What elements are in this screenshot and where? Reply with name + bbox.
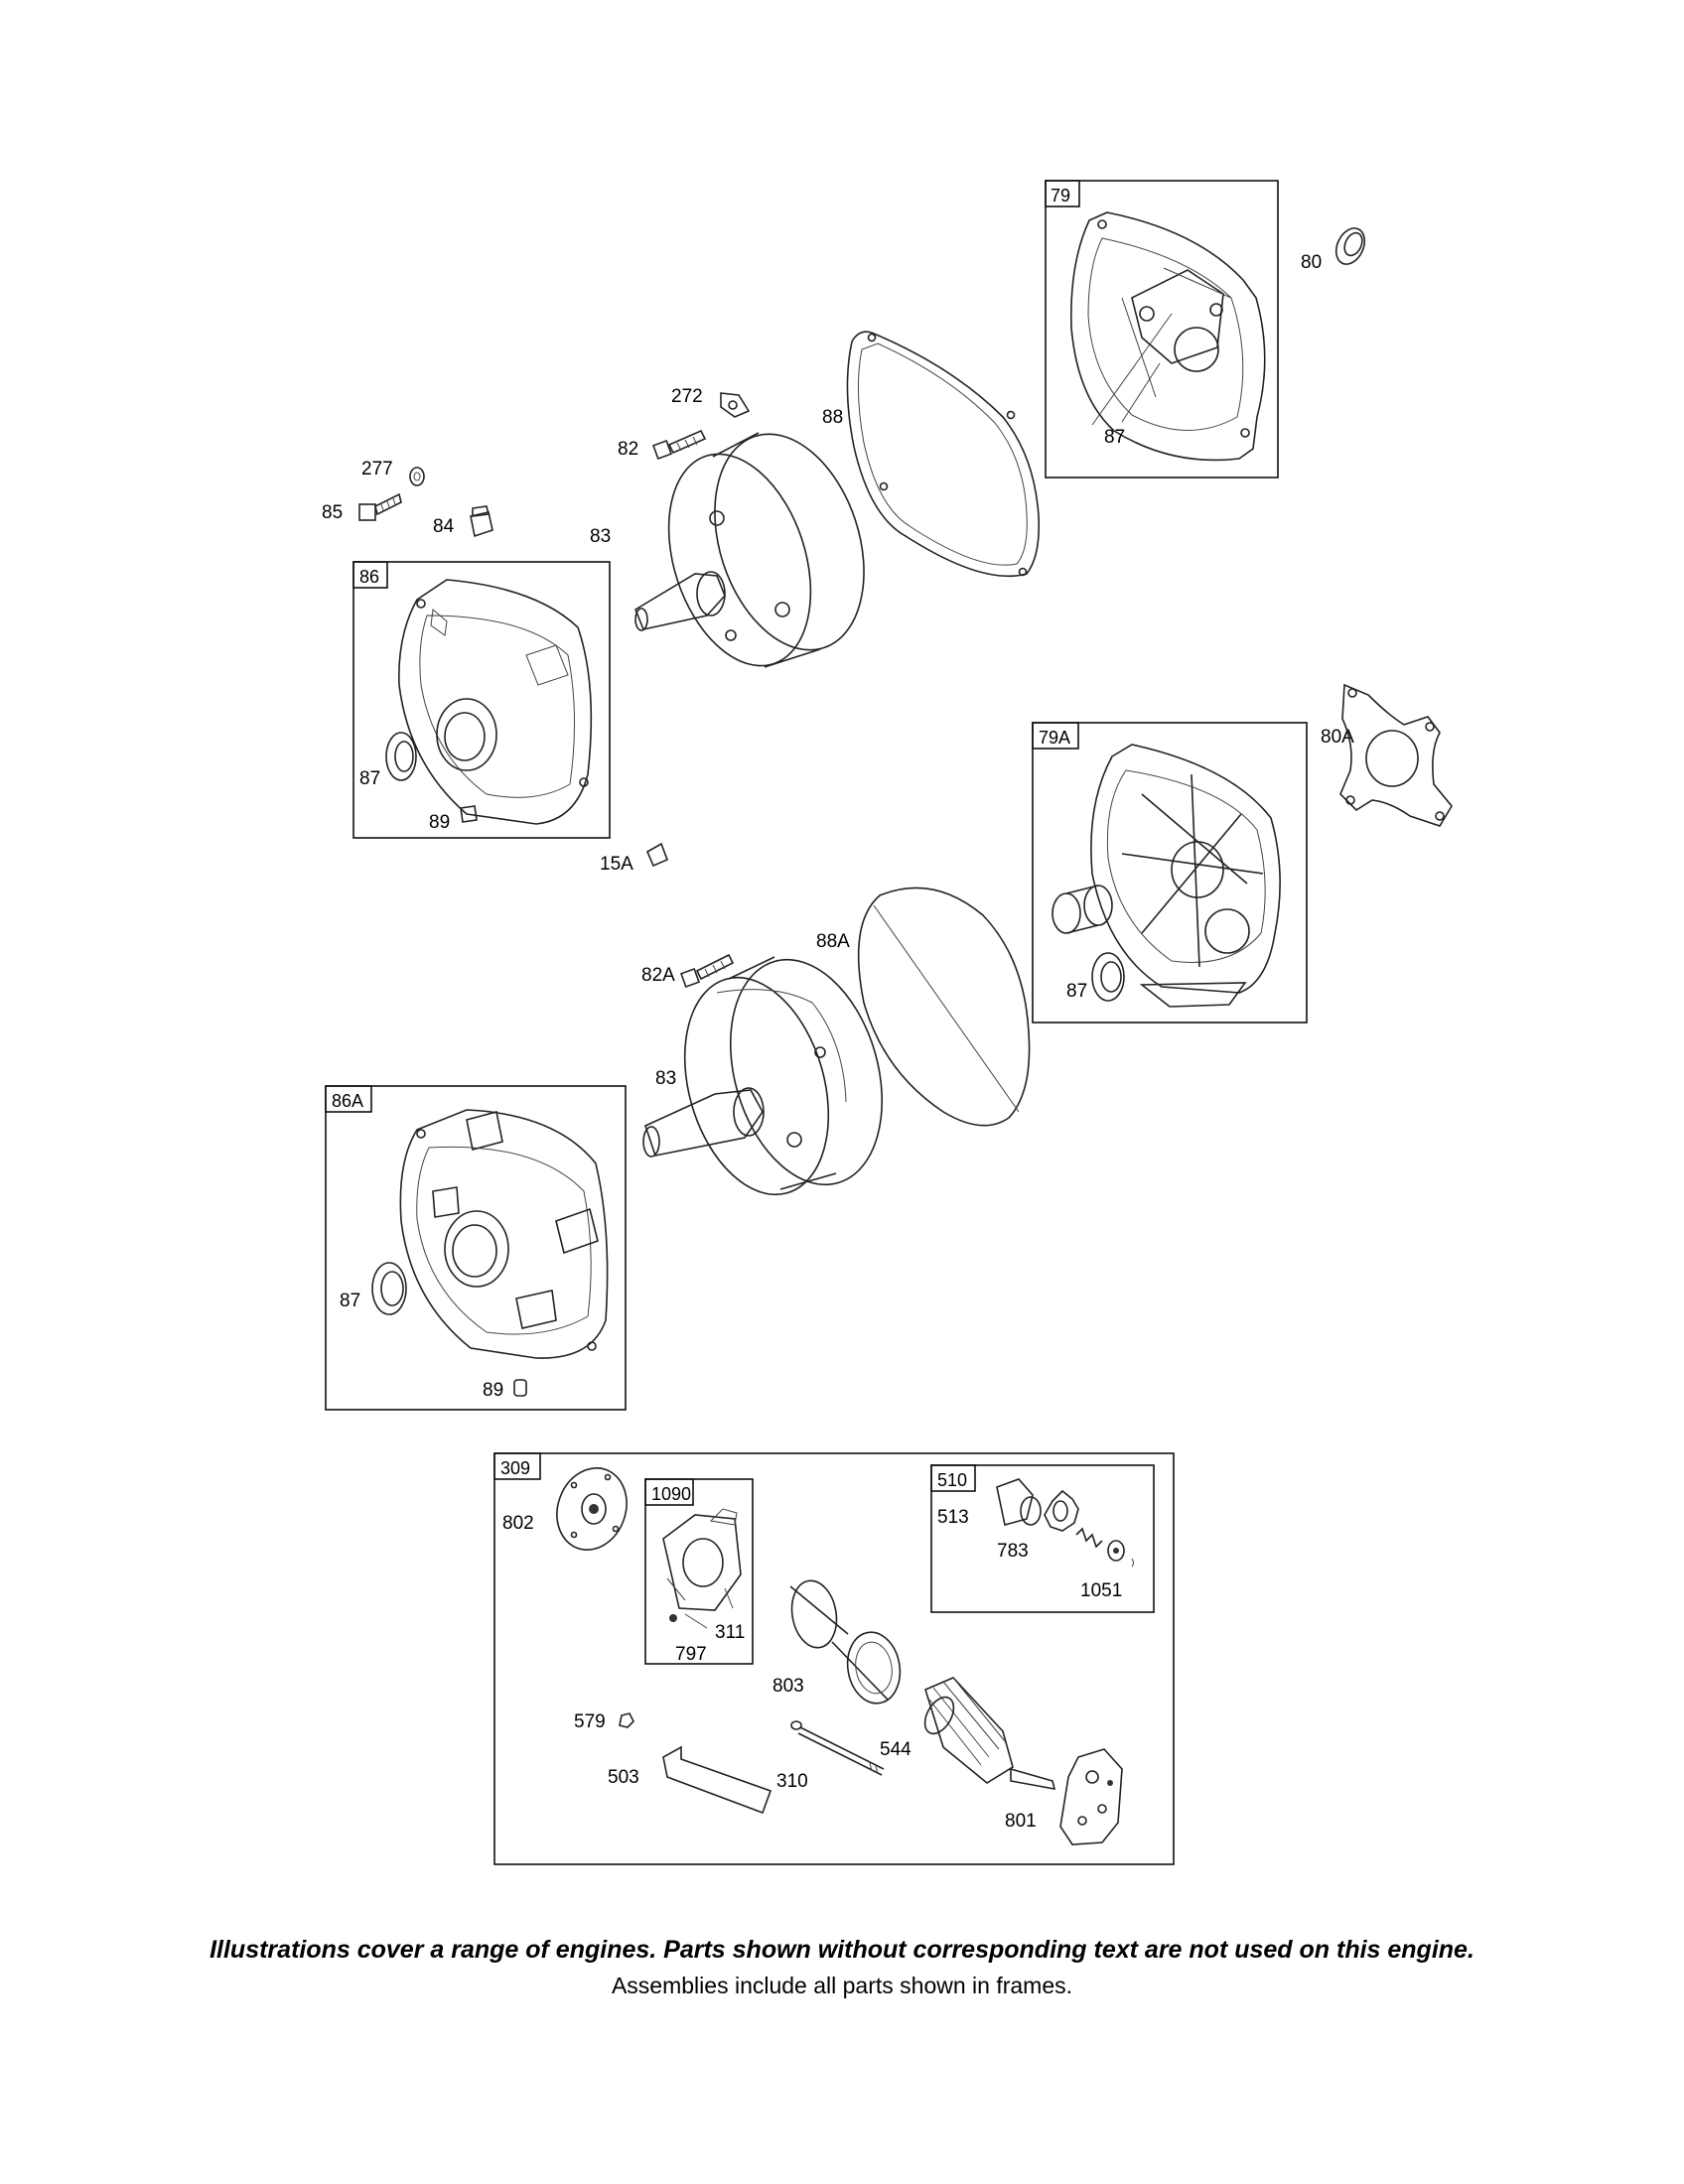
- spring-783: [1075, 1527, 1134, 1568]
- callout-802: 802: [502, 1513, 534, 1534]
- washer-277: [409, 467, 425, 486]
- crankcase-cover-79a-drawing: [1090, 744, 1281, 1008]
- washer-272: [720, 392, 751, 418]
- drive-assembly-513: [996, 1478, 1079, 1532]
- gasket-88: [846, 331, 1041, 578]
- crankcase-cover-drawing: [1070, 211, 1266, 462]
- callout-82: 82: [618, 439, 638, 460]
- oil-seal-87-79a: [1091, 952, 1125, 1002]
- frame-79a: 79A 87: [1032, 722, 1308, 1024]
- frame-79: 79: [1045, 180, 1279, 478]
- callout-272: 272: [671, 386, 703, 407]
- callout-88: 88: [822, 407, 843, 428]
- callout-277: 277: [361, 459, 393, 479]
- callout-503: 503: [608, 1767, 639, 1788]
- callout-579: 579: [574, 1711, 606, 1732]
- frame-510-label: 510: [937, 1470, 967, 1490]
- sump-drawing: [398, 579, 593, 825]
- callout-82a: 82A: [641, 965, 675, 986]
- housing-803: [789, 1579, 902, 1705]
- callout-544: 544: [880, 1739, 912, 1760]
- frame-86a-label: 86A: [332, 1091, 363, 1111]
- frame-86a: 86A 87 89: [325, 1085, 627, 1411]
- sump-86a-drawing: [399, 1109, 609, 1359]
- nut-579: [619, 1712, 634, 1728]
- callout-80: 80: [1301, 252, 1322, 273]
- callout-783: 783: [997, 1541, 1029, 1562]
- plug-84: [470, 505, 493, 538]
- crankshaft-83-mid: [642, 956, 884, 1196]
- footer-note: Assemblies include all parts shown in fr…: [611, 1973, 1073, 1998]
- plug-89-86a: [513, 1379, 527, 1397]
- frame-86-label: 86: [359, 567, 379, 587]
- frame-79a-label: 79A: [1039, 728, 1070, 748]
- callout-89-86a: 89: [483, 1380, 503, 1401]
- callout-84: 84: [433, 516, 455, 537]
- oil-seal-87-86: [385, 732, 417, 781]
- oil-seal-80: [1334, 227, 1366, 265]
- callout-83-top: 83: [590, 526, 611, 547]
- bolt-82a: [680, 953, 735, 988]
- callout-310: 310: [776, 1771, 808, 1792]
- frame-79-label: 79: [1051, 186, 1070, 205]
- callout-87-86a: 87: [340, 1291, 360, 1311]
- brush-holder-1090: [662, 1508, 742, 1629]
- callout-801: 801: [1005, 1811, 1037, 1832]
- frame-86: 86 87 89: [352, 561, 611, 839]
- screw-85: [358, 492, 402, 521]
- end-cap-802: [556, 1467, 628, 1551]
- callout-83-mid: 83: [655, 1068, 676, 1089]
- callout-15a: 15A: [600, 854, 633, 875]
- bolt-82: [652, 429, 707, 460]
- gasket-88a: [857, 887, 1031, 1127]
- armature-544: [923, 1677, 1056, 1791]
- footer-note-bold: Illustrations cover a range of engines. …: [210, 1936, 1474, 1964]
- plug-89-86: [460, 805, 478, 823]
- callout-797: 797: [675, 1644, 707, 1665]
- callout-311: 311: [715, 1622, 745, 1643]
- callout-80a: 80A: [1321, 727, 1354, 748]
- frame-1090-label: 1090: [651, 1484, 691, 1504]
- through-bolt-310: [790, 1720, 885, 1776]
- bushing: [1052, 885, 1113, 934]
- frame-309-label: 309: [500, 1458, 530, 1478]
- callout-513: 513: [937, 1507, 969, 1528]
- end-plate-801: [1059, 1748, 1123, 1845]
- frame-309: 309 802 1090 311 797 510 513: [493, 1452, 1175, 1865]
- callout-87-79a: 87: [1066, 981, 1087, 1002]
- callout-1051: 1051: [1080, 1580, 1122, 1601]
- gasket-80a: [1339, 683, 1453, 827]
- callout-88a: 88A: [816, 931, 850, 952]
- bracket-503: [662, 1745, 772, 1815]
- callout-85: 85: [322, 502, 343, 523]
- callout-89-86: 89: [429, 812, 450, 833]
- callout-803: 803: [772, 1676, 804, 1697]
- callout-87-top: 87: [1104, 427, 1125, 448]
- plug-15a: [645, 842, 669, 868]
- crankshaft-83-top: [634, 432, 865, 668]
- oil-seal-87-86a: [371, 1262, 407, 1315]
- callout-87-86: 87: [359, 768, 380, 789]
